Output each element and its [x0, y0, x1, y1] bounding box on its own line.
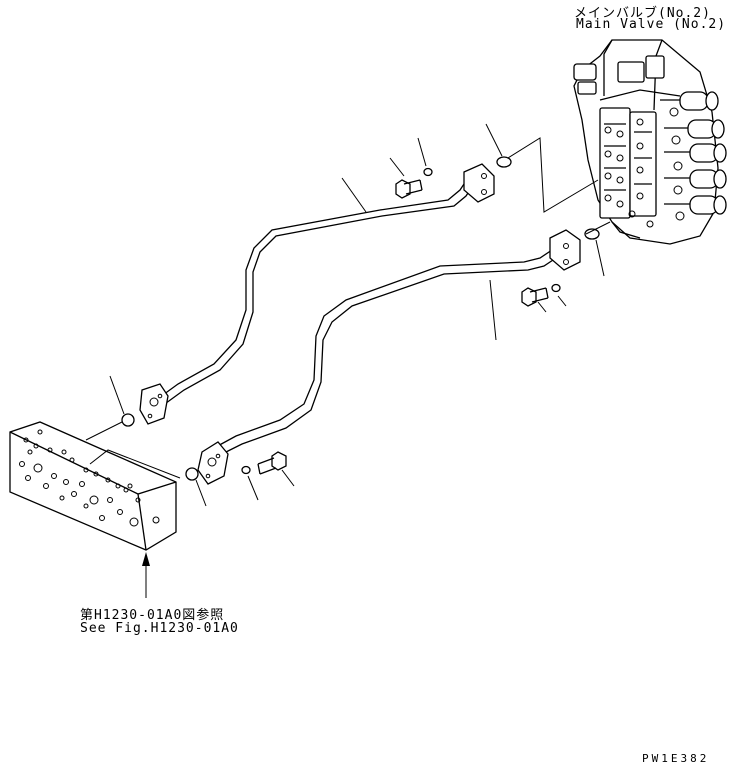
washer-upper — [423, 167, 433, 177]
manifold-ports — [19, 429, 160, 527]
washer-mid — [551, 283, 561, 293]
washer-lower — [241, 465, 251, 475]
leader-lines — [85, 123, 611, 598]
o-ring-3 — [121, 413, 135, 427]
bolt-mid — [521, 287, 549, 307]
upper-hose-pipe — [139, 163, 495, 425]
main-valve-assembly — [573, 39, 727, 245]
manifold-block — [9, 421, 177, 551]
main-valve-label-ja: メインバルブ(No.2) — [574, 6, 711, 21]
o-ring-1 — [496, 156, 512, 168]
main-valve-label-en: Main Valve (No.2) — [576, 17, 727, 32]
o-ring-2 — [584, 228, 600, 240]
lower-hose-pipe — [197, 229, 581, 485]
bolt-lower — [257, 451, 287, 475]
figure-reference-en: See Fig.H1230-01A0 — [80, 621, 239, 636]
solenoid-valves — [660, 91, 727, 221]
drawing-code: PW1E382 — [642, 752, 710, 765]
bolt-upper — [395, 179, 423, 199]
figure-reference-ja: 第H1230-01A0図参照 — [80, 608, 225, 623]
o-ring-4 — [185, 467, 199, 481]
